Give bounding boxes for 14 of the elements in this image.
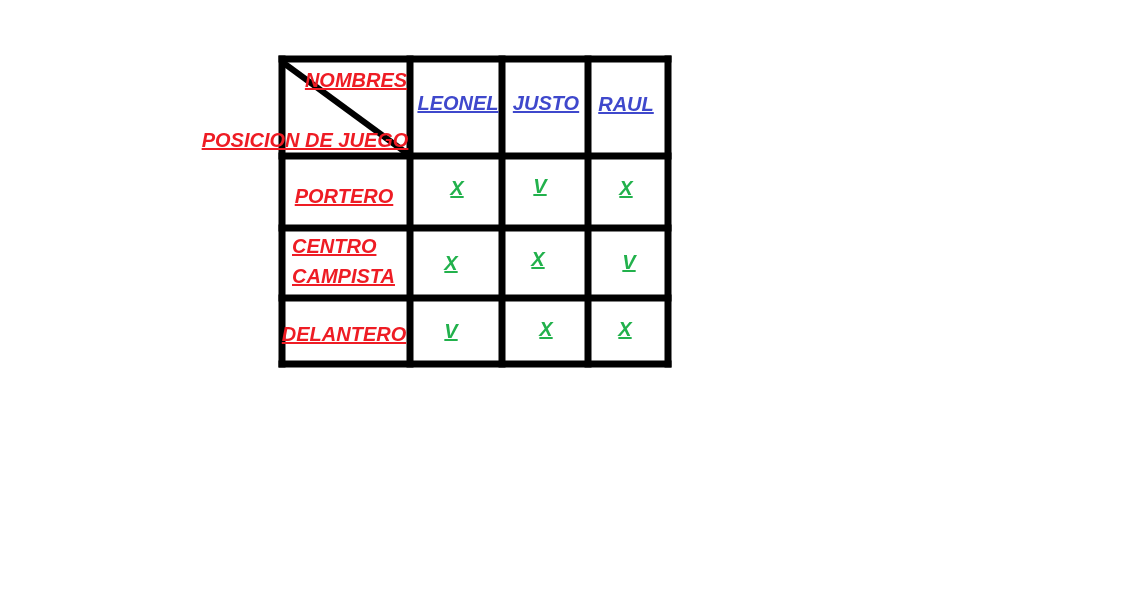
mark-text: X: [531, 247, 545, 272]
row-header-text: CENTRO CAMPISTA: [292, 234, 396, 289]
row-header-text: PORTERO: [294, 184, 394, 209]
name-text: JUSTO: [512, 91, 580, 116]
mark-text: X: [539, 317, 553, 342]
mark-text: V: [622, 250, 636, 275]
mark-text: V: [444, 319, 458, 344]
name-text: LEONEL: [417, 91, 499, 116]
name-text: RAUL: [598, 92, 654, 117]
mark-text: X: [444, 251, 458, 276]
mark-text: V: [533, 174, 547, 199]
mark-text: X: [450, 176, 464, 201]
mark-text: X: [618, 317, 632, 342]
mark-text: X: [619, 176, 633, 201]
